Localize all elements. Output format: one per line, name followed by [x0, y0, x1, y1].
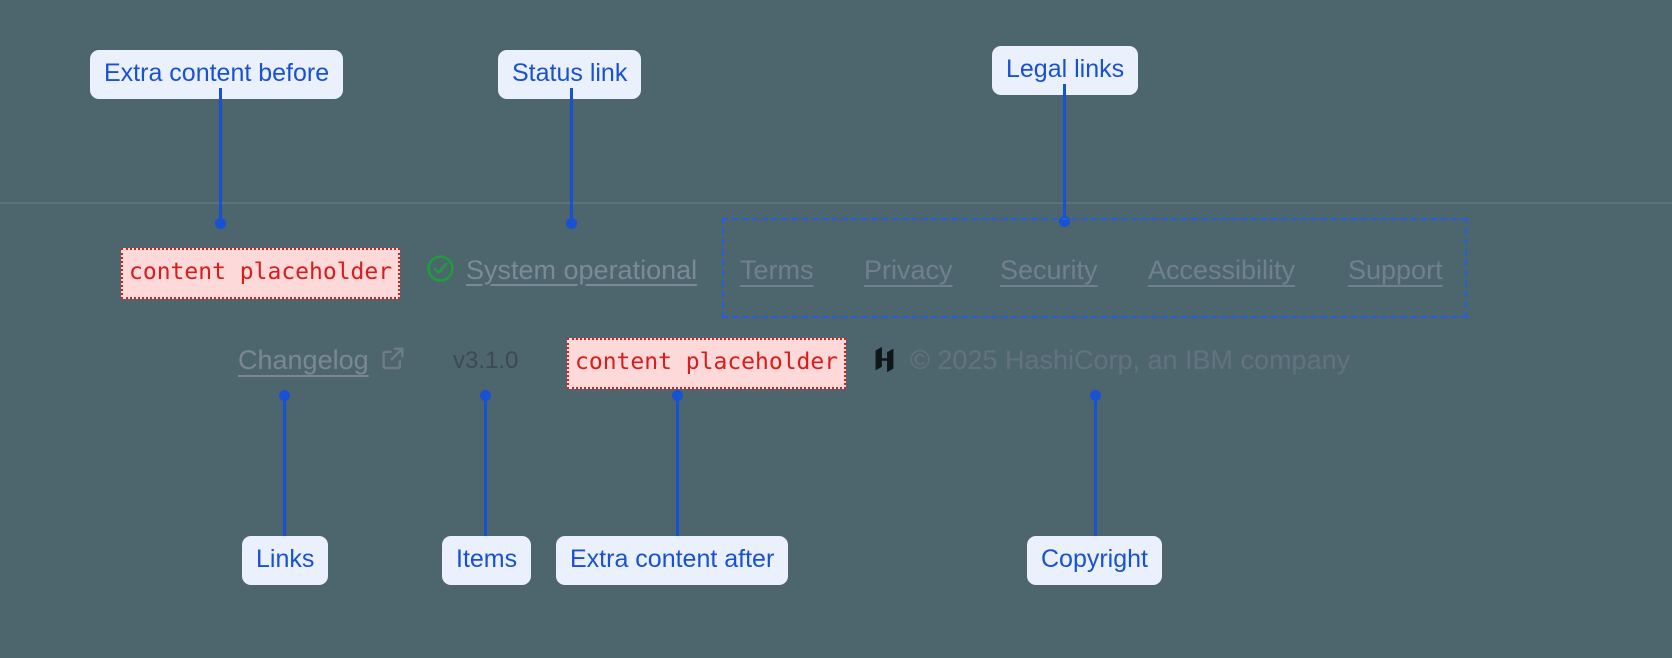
leader-dot-status: [566, 218, 577, 229]
callout-items: Items: [442, 536, 532, 585]
leader-line-copyright: [1094, 396, 1097, 536]
leader-dot-extra-after: [672, 390, 683, 401]
leader-line-links: [283, 396, 286, 536]
leader-dot-extra-before: [215, 218, 226, 229]
leader-dot-legal: [1059, 216, 1070, 227]
legal-link-privacy[interactable]: Privacy: [864, 255, 953, 285]
status-link[interactable]: System operational: [466, 255, 698, 285]
extra-content-before-placeholder: content placeholder: [121, 248, 401, 299]
leader-line-extra-before: [219, 88, 222, 224]
leader-line-items: [484, 396, 487, 536]
extra-content-after-placeholder: content placeholder: [567, 338, 847, 389]
legal-link-accessibility[interactable]: Accessibility: [1148, 255, 1296, 285]
version-text: v3.1.0: [453, 347, 519, 374]
callout-extra-content-before: Extra content before: [90, 50, 344, 99]
leader-line-extra-after: [676, 396, 679, 536]
legal-link-security[interactable]: Security: [1000, 255, 1098, 285]
leader-line-status: [570, 88, 573, 224]
changelog-link[interactable]: Changelog: [238, 345, 369, 375]
external-link-icon: [378, 343, 408, 378]
leader-line-legal: [1063, 84, 1066, 222]
check-circle-icon: [425, 253, 456, 289]
callout-status-link: Status link: [498, 50, 642, 99]
leader-dot-links: [279, 390, 290, 401]
footer-top-divider: [0, 202, 1672, 204]
callout-copyright: Copyright: [1027, 536, 1162, 585]
callout-extra-content-after: Extra content after: [556, 536, 789, 585]
legal-link-support[interactable]: Support: [1348, 255, 1443, 285]
legal-link-terms[interactable]: Terms: [740, 255, 814, 285]
legal-links-highlight: [722, 218, 1467, 318]
copyright-text: © 2025 HashiCorp, an IBM company: [910, 345, 1351, 375]
leader-dot-items: [480, 390, 491, 401]
hashicorp-logo-icon: [869, 344, 900, 380]
leader-dot-copyright: [1090, 390, 1101, 401]
callout-links: Links: [242, 536, 329, 585]
